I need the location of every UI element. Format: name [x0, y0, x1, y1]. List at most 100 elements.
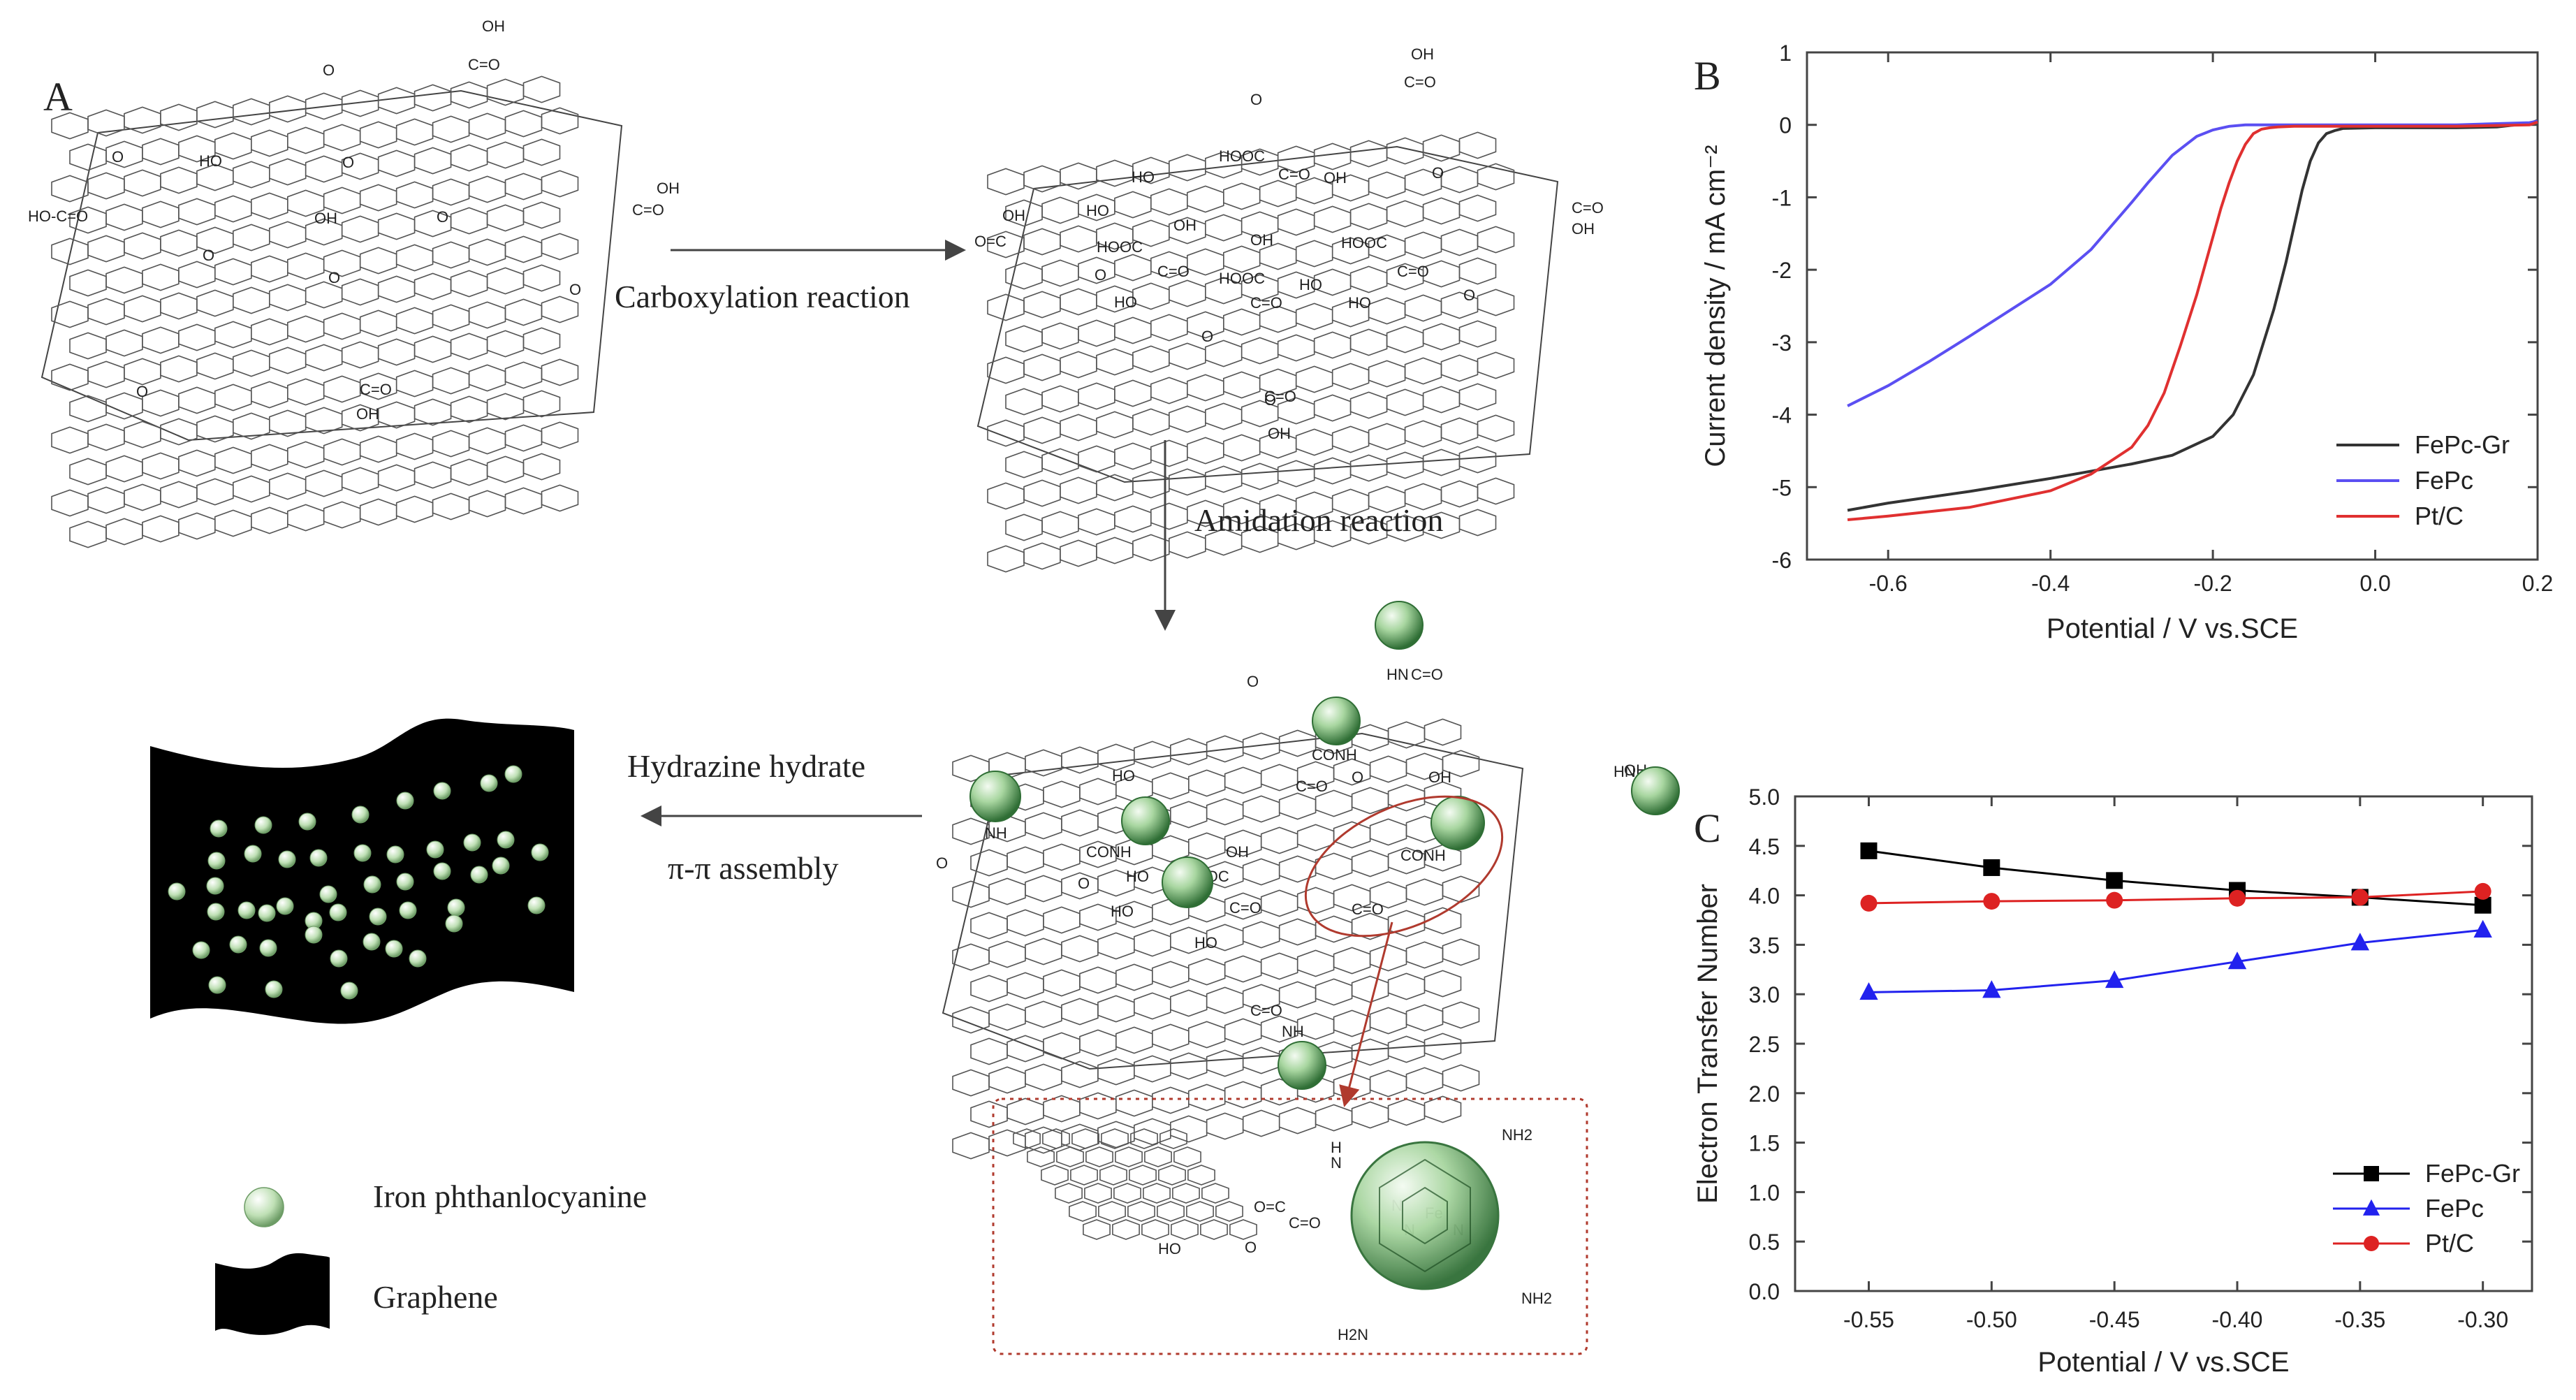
chem-group-label: HO: [1132, 168, 1155, 186]
chem-group-label: HO-C=O: [28, 207, 88, 225]
y-tick-label: 4.0: [1749, 884, 1780, 909]
chem-group-label: C=O: [1572, 199, 1604, 217]
legend-label: FePc: [2415, 466, 2473, 495]
chem-group-label: O: [1352, 768, 1363, 786]
chem-group-label: C=O: [1264, 388, 1296, 405]
chem-group-label: OH: [1324, 169, 1347, 187]
chem-group-label: O=C: [974, 233, 1007, 250]
x-axis-label: Potential / V vs.SCE: [2047, 613, 2298, 644]
panel-c-label: C: [1694, 805, 1721, 851]
y-tick-label: 5.0: [1749, 785, 1780, 810]
chem-group-label: OH: [1002, 207, 1025, 224]
chem-group-label: C=O: [468, 56, 500, 73]
data-point: [1860, 894, 1878, 912]
fepc-dot: [207, 903, 225, 921]
data-point: [2351, 889, 2369, 906]
chem-group-label: HO: [1111, 903, 1134, 920]
chem-group-label: OH: [1250, 231, 1273, 249]
chem-group-label: CONH: [1312, 746, 1357, 764]
fepc-dot: [192, 941, 210, 959]
legend-fepc-ball: [244, 1187, 284, 1227]
legend-marker: [2364, 1166, 2379, 1181]
chem-group-label: C=O: [1157, 263, 1190, 280]
fepc-dot: [276, 897, 294, 915]
amidation-label: Amidation reaction: [1194, 502, 1443, 538]
chem-group-label: HN: [1386, 666, 1409, 683]
y-tick-label: 0: [1779, 113, 1792, 138]
chem-group-label: HO: [1112, 767, 1135, 785]
x-axis-label: Potential / V vs.SCE: [2037, 1347, 2289, 1378]
y-tick-label: -3: [1772, 330, 1792, 356]
carboxylated-graphene-sheet: [976, 131, 1559, 573]
chem-group-label: O: [203, 247, 214, 264]
chem-group-label: O: [569, 281, 581, 298]
plot-frame: [1794, 795, 2533, 1292]
chem-group-label: O: [1247, 673, 1259, 690]
x-tick-label: -0.45: [2089, 1307, 2140, 1332]
legend-label: FePc: [2425, 1194, 2484, 1223]
chem-group-label: H: [1331, 1139, 1342, 1156]
chem-group-label: NH: [985, 824, 1007, 842]
graphene-fepc-dots: [168, 765, 549, 1000]
chem-group-label: HOOC: [1097, 238, 1143, 256]
fepc-dot: [386, 845, 404, 863]
series-line-pt-c: [1847, 120, 2538, 521]
y-tick-label: 0.5: [1749, 1230, 1780, 1255]
chem-group-label: C=O: [1289, 1214, 1321, 1232]
graphene-sheet-with-fepc: [150, 718, 574, 1024]
x-tick-label: -0.30: [2457, 1307, 2508, 1332]
data-point: [2350, 933, 2370, 951]
chem-group-label: HOOC: [1341, 234, 1387, 251]
fepc-dot: [319, 885, 337, 903]
legend-graphene-swatch: [215, 1253, 330, 1335]
zoom-inset-molecule: [1013, 1128, 1257, 1240]
panel-b-label: B: [1694, 53, 1721, 99]
chem-group-label: OH: [1268, 425, 1291, 442]
chem-group-label: OH: [657, 180, 680, 197]
chem-group-label: HOOC: [1219, 147, 1265, 165]
plot-frame: [1806, 51, 2539, 561]
chem-group-label: C=O: [1250, 1002, 1282, 1019]
chem-group-label: O: [1264, 391, 1276, 409]
chem-group-label: OH: [1411, 45, 1434, 63]
x-tick-label: -0.50: [1966, 1307, 2017, 1332]
chem-group-label: HN: [1613, 763, 1636, 780]
fepc-dot: [445, 914, 463, 933]
series-line-fepc-gr: [1868, 850, 2483, 907]
chem-group-label: OH: [314, 210, 337, 227]
fepc-dot: [480, 774, 498, 792]
fepc-dot: [433, 782, 451, 800]
fepc-dot: [492, 856, 510, 875]
x-tick-label: -0.40: [2212, 1307, 2263, 1332]
y-tick-label: 1.5: [1749, 1131, 1780, 1156]
data-point: [2105, 970, 2124, 989]
data-point: [2473, 919, 2492, 938]
y-axis-label: Current density / mA cm⁻²: [1700, 145, 1731, 467]
x-tick-label: 0.2: [2522, 571, 2553, 596]
chem-group-label: OH: [1572, 220, 1595, 238]
chem-group-label: H2N: [1338, 1326, 1368, 1343]
x-tick-label: -0.35: [2334, 1307, 2385, 1332]
fepc-dot: [210, 819, 228, 838]
series-line-fepc-gr: [1847, 119, 2538, 512]
fepc-dot: [353, 844, 372, 862]
data-point: [1859, 982, 1878, 1000]
fepc-dot: [168, 882, 186, 900]
fepc-dot: [463, 833, 481, 852]
fepc-dot: [409, 949, 427, 968]
chem-group-label: HO: [1114, 293, 1137, 311]
data-point: [2227, 951, 2247, 970]
chem-group-label: O: [1432, 164, 1444, 182]
chem-group-label: C=O: [1229, 899, 1261, 917]
y-tick-label: 3.5: [1749, 933, 1780, 958]
chem-group-label: C=O: [1296, 778, 1328, 795]
y-tick-label: -6: [1772, 548, 1792, 573]
chem-group-label: O: [437, 208, 448, 226]
carboxylation-label: Carboxylation reaction: [615, 279, 910, 314]
fepc-dot: [497, 831, 515, 849]
data-point: [2474, 882, 2491, 900]
legend-label: FePc-Gr: [2415, 430, 2510, 459]
